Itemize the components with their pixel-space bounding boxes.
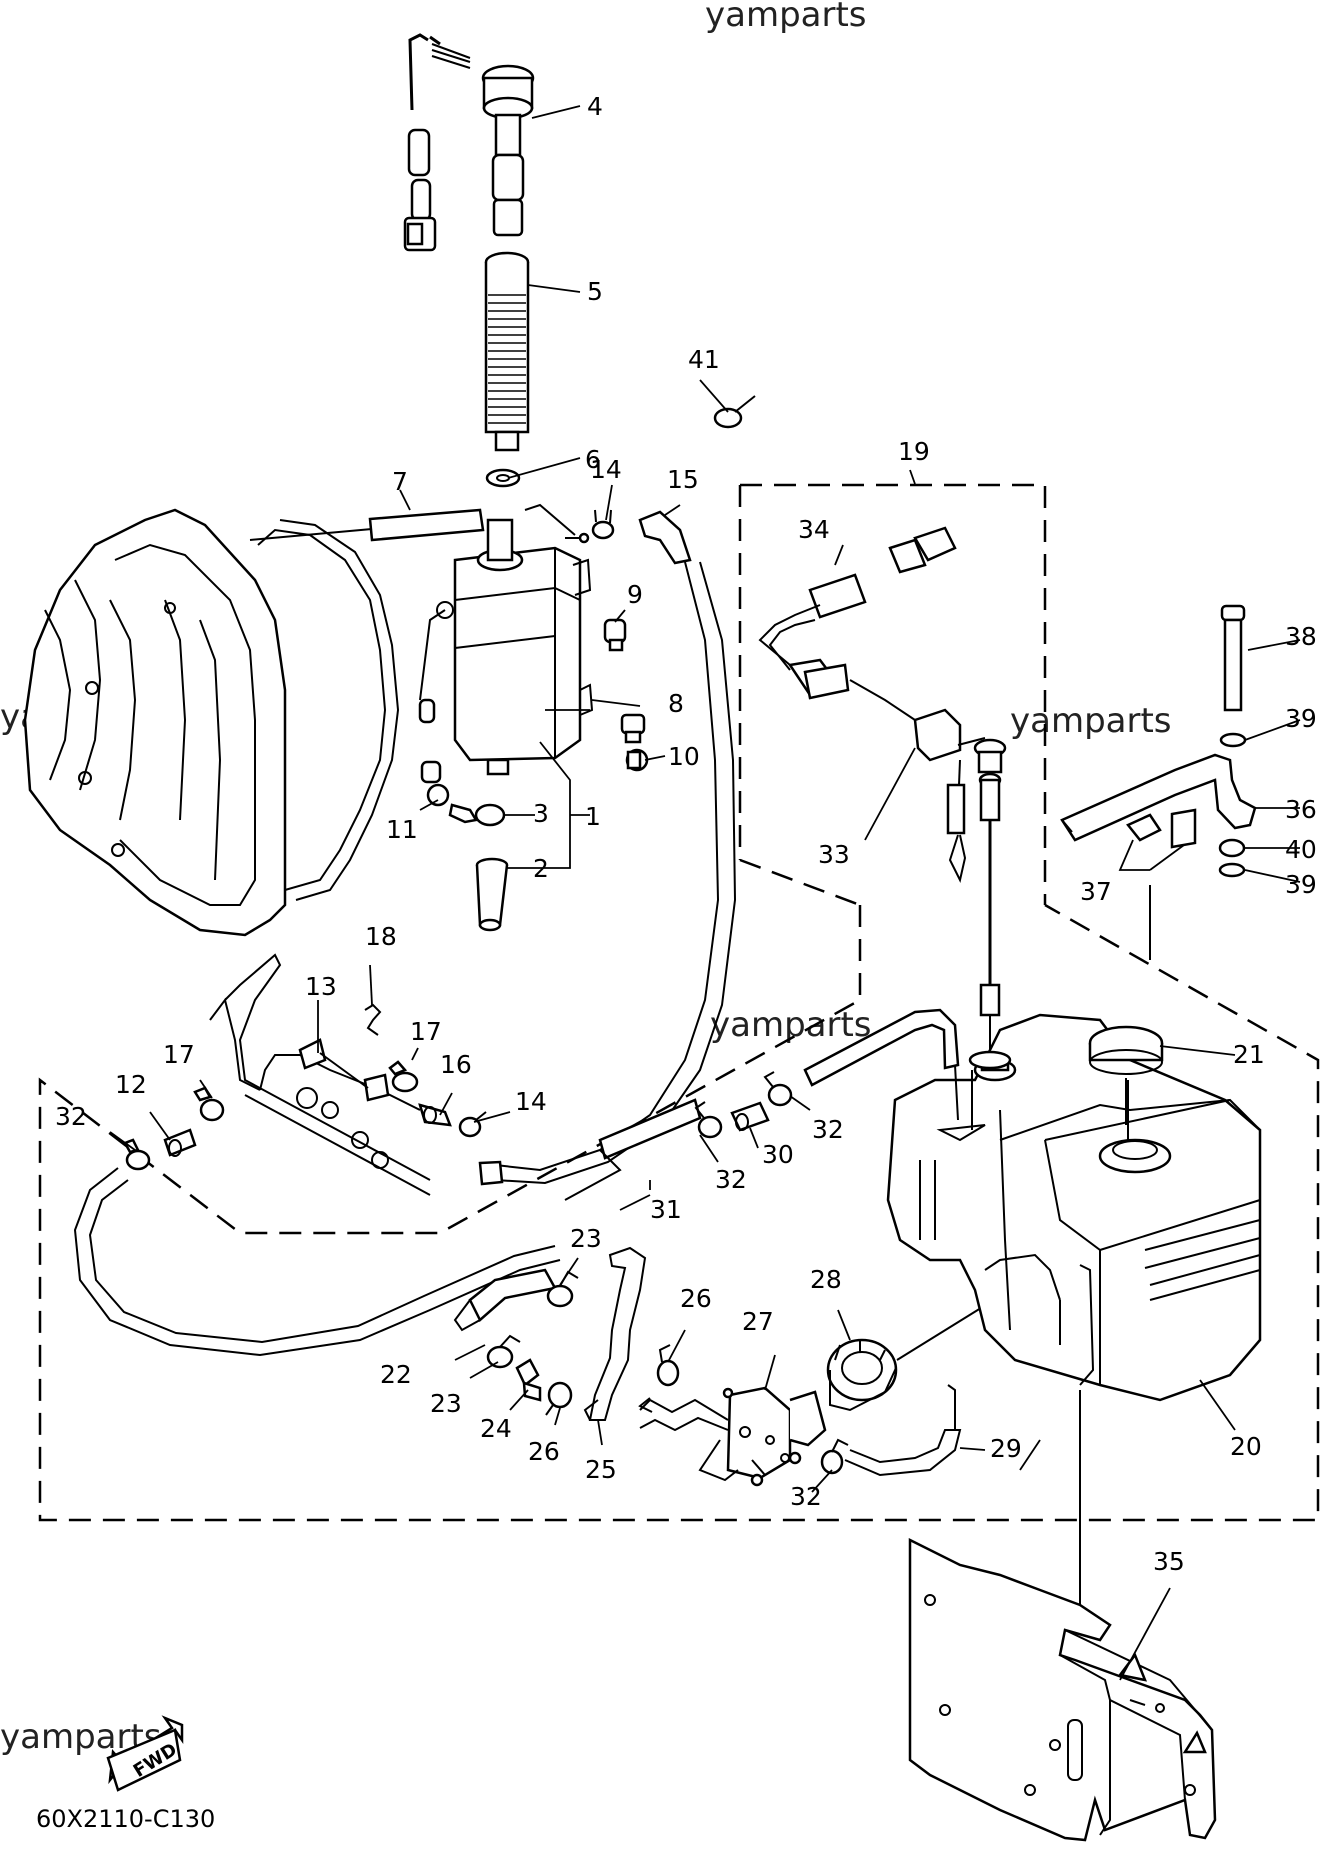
- callout-28: 28: [810, 1265, 842, 1294]
- callout-1: 1: [585, 802, 601, 831]
- callout-14-bottom: 14: [515, 1087, 547, 1116]
- engine-block: [23, 508, 400, 937]
- watermark-top: yamparts: [705, 0, 867, 35]
- hose-7: [249, 508, 485, 542]
- bracket-assembly: [1060, 604, 1257, 960]
- callout-35: 35: [1153, 1547, 1185, 1576]
- watermark-right: yamparts: [1010, 701, 1172, 741]
- callout-37: 37: [1080, 877, 1112, 906]
- callout-8: 8: [668, 689, 684, 718]
- callout-16: 16: [440, 1050, 472, 1079]
- callout-3: 3: [533, 799, 549, 828]
- callout-22: 22: [380, 1360, 412, 1389]
- callout-34: 34: [798, 515, 830, 544]
- leader-lines: [109, 105, 1301, 1681]
- callout-21: 21: [1233, 1040, 1265, 1069]
- callout-39-top: 39: [1285, 704, 1317, 733]
- callout-23-bottom: 23: [430, 1389, 462, 1418]
- callout-18: 18: [365, 922, 397, 951]
- callout-41: 41: [688, 345, 720, 374]
- oil-tank: [886, 1013, 1262, 1402]
- callout-17-left: 17: [163, 1040, 195, 1069]
- sub-tank: [419, 503, 594, 776]
- boundary-lines: [38, 483, 1320, 1522]
- callout-26-top: 26: [680, 1284, 712, 1313]
- callout-40: 40: [1285, 835, 1317, 864]
- callout-12: 12: [115, 1070, 147, 1099]
- callout-5: 5: [587, 277, 603, 306]
- callout-32-right: 32: [812, 1115, 844, 1144]
- callout-32-center: 32: [715, 1165, 747, 1194]
- callout-9: 9: [627, 580, 643, 609]
- small-fittings: [418, 509, 649, 932]
- clamp-41: [713, 395, 756, 429]
- pump-assembly: [453, 1246, 1011, 1487]
- callout-24: 24: [480, 1414, 512, 1443]
- drawing-code: 60X2110-C130: [36, 1805, 215, 1833]
- callout-32-left: 32: [55, 1102, 87, 1131]
- callout-7: 7: [392, 467, 408, 496]
- hose-15: [478, 510, 737, 1186]
- callout-30: 30: [762, 1140, 794, 1169]
- callout-11: 11: [386, 815, 418, 844]
- callout-13: 13: [305, 972, 337, 1001]
- callout-26-bottom: 26: [528, 1437, 560, 1466]
- callout-10: 10: [668, 742, 700, 771]
- callout-36: 36: [1285, 795, 1317, 824]
- callout-39-bottom: 39: [1285, 870, 1317, 899]
- callout-38: 38: [1285, 622, 1317, 651]
- callout-numbers: 4 5 6 7 14 15 9 8 10 11 3 1 2 41 19 34 3…: [55, 92, 1317, 1576]
- callout-29: 29: [990, 1434, 1022, 1463]
- callout-25: 25: [585, 1455, 617, 1484]
- callout-4: 4: [587, 92, 603, 121]
- callout-31: 31: [650, 1195, 682, 1224]
- callout-27: 27: [742, 1307, 774, 1336]
- callout-15: 15: [667, 465, 699, 494]
- callout-2: 2: [533, 854, 549, 883]
- tank-cap: [1088, 1025, 1164, 1125]
- callout-32-bottom: 32: [790, 1482, 822, 1511]
- callout-6: 6: [585, 445, 601, 474]
- callout-20: 20: [1230, 1432, 1262, 1461]
- sensor-assembly: [403, 33, 535, 488]
- lower-left-fittings: [73, 953, 702, 1357]
- tank-fittings: [694, 1008, 960, 1139]
- callout-17-right: 17: [410, 1017, 442, 1046]
- callout-14-top: 14: [590, 455, 622, 484]
- callout-23-top: 23: [570, 1224, 602, 1253]
- callout-19: 19: [898, 437, 930, 466]
- electrical-harness: [758, 526, 1012, 1070]
- lower-bracket: [908, 1390, 1217, 1842]
- callout-33: 33: [818, 840, 850, 869]
